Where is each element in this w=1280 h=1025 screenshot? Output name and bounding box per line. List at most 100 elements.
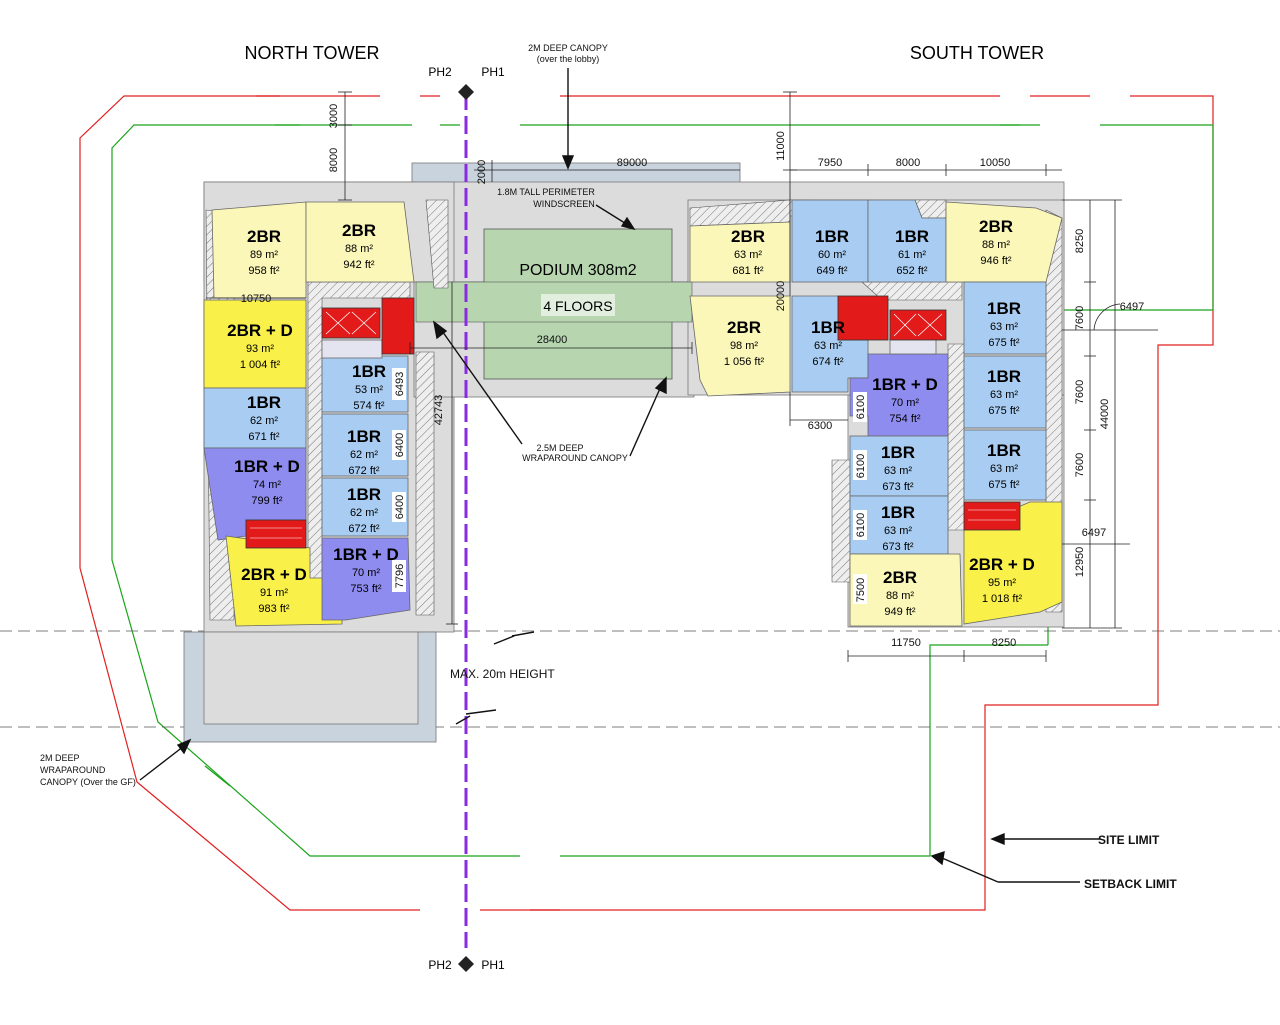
unit-type: 2BR + D	[241, 565, 307, 584]
dim-6100-b: 6100	[855, 454, 867, 478]
unit-area-m2: 93 m²	[246, 343, 274, 355]
dim-6300: 6300	[808, 420, 832, 432]
unit-type: 1BR	[247, 393, 281, 412]
dim-7796: 7796	[394, 564, 406, 588]
unit-area-ft2: 799 ft²	[251, 495, 283, 507]
unit-area-ft2: 946 ft²	[980, 255, 1012, 267]
phase-marker-top-icon	[458, 84, 474, 100]
unit-type: 1BR	[987, 367, 1021, 386]
phase-label-ph2-top: PH2	[428, 65, 452, 79]
unit-area-m2: 88 m²	[886, 590, 914, 602]
unit-area-ft2: 1 056 ft²	[724, 356, 765, 368]
unit-area-m2: 95 m²	[988, 577, 1016, 589]
dim-6400-a: 6400	[394, 433, 406, 457]
note-gf-canopy-1: 2M DEEP	[40, 753, 80, 763]
dimension-lines	[206, 91, 1158, 662]
unit-type: 1BR	[881, 503, 915, 522]
unit-type: 1BR	[881, 443, 915, 462]
unit-shape-s10	[963, 429, 1047, 501]
unit-type: 1BR + D	[333, 545, 399, 564]
unit-shape-n10	[321, 537, 411, 621]
unit-label: 2BR + D93 m²1 004 ft²	[227, 321, 293, 371]
dim-7600-b: 7600	[1074, 380, 1086, 404]
unit-area-ft2: 942 ft²	[343, 259, 375, 271]
unit-shape-s7	[963, 281, 1047, 355]
dim-44000: 44000	[1099, 399, 1111, 430]
unit-shape-n2	[305, 201, 415, 283]
unit-shapes	[203, 199, 1063, 627]
phase-line: PH2 PH1 PH2 PH1	[428, 65, 505, 972]
phase-marker-bottom-icon	[458, 956, 474, 972]
unit-area-m2: 53 m²	[355, 384, 383, 396]
note-canopy-lobby: 2M DEEP CANOPY	[528, 43, 608, 53]
dim-3000: 3000	[328, 104, 340, 128]
unit-area-m2: 63 m²	[884, 465, 912, 477]
podium-floors: 4 FLOORS	[543, 298, 612, 314]
dim-11750: 11750	[891, 637, 921, 649]
unit-type: 1BR	[895, 227, 929, 246]
dim-7950: 7950	[818, 157, 842, 169]
unit-type: 2BR + D	[969, 555, 1035, 574]
north-tower-title: NORTH TOWER	[244, 43, 379, 63]
core-north	[321, 297, 415, 355]
legend-setback-limit: SETBACK LIMIT	[1084, 877, 1177, 891]
unit-area-m2: 63 m²	[990, 463, 1018, 475]
dim-12950: 12950	[1074, 547, 1086, 578]
unit-type: 2BR	[247, 227, 281, 246]
note-windscreen: 1.8M TALL PERIMETER	[497, 187, 595, 197]
unit-area-m2: 62 m²	[350, 449, 378, 461]
unit-area-m2: 88 m²	[982, 239, 1010, 251]
unit-type: 1BR	[815, 227, 849, 246]
note-wrap-canopy: 2.5M DEEP	[536, 443, 583, 453]
unit-type: 2BR	[342, 221, 376, 240]
dim-8000-top: 8000	[896, 157, 920, 169]
unit-type: 2BR	[979, 217, 1013, 236]
unit-type: 2BR	[883, 568, 917, 587]
unit-area-ft2: 949 ft²	[884, 606, 916, 618]
unit-area-m2: 70 m²	[891, 397, 919, 409]
setback-limit-line	[111, 124, 1214, 857]
unit-type: 2BR	[731, 227, 765, 246]
note-gf-canopy-3: CANOPY (Over the GF)	[40, 777, 136, 787]
unit-area-ft2: 1 004 ft²	[240, 359, 281, 371]
unit-area-m2: 62 m²	[250, 415, 278, 427]
dim-20000: 20000	[775, 281, 787, 312]
dim-7600-a: 7600	[1074, 306, 1086, 330]
note-windscreen-sub: WINDSCREEN	[533, 199, 595, 209]
dim-6497-bottom: 6497	[1082, 527, 1106, 539]
unit-area-m2: 89 m²	[250, 249, 278, 261]
podium-title: PODIUM 308m2	[519, 262, 636, 279]
unit-shape-n3	[203, 299, 307, 389]
unit-shape-n4	[203, 387, 307, 449]
unit-type: 1BR	[987, 299, 1021, 318]
unit-area-m2: 63 m²	[734, 249, 762, 261]
unit-area-ft2: 675 ft²	[988, 405, 1020, 417]
dim-2000: 2000	[476, 160, 488, 184]
unit-area-m2: 91 m²	[260, 587, 288, 599]
legend-site-limit: SITE LIMIT	[1098, 833, 1160, 847]
podium: PODIUM 308m2 4 FLOORS	[415, 228, 693, 380]
unit-shape-s13	[849, 553, 963, 627]
unit-type: 1BR	[347, 427, 381, 446]
dim-10050: 10050	[980, 157, 1011, 169]
height-limit-lines	[0, 630, 1280, 728]
unit-area-m2: 63 m²	[990, 389, 1018, 401]
annotation-leaders	[139, 68, 1100, 883]
core-south	[837, 295, 947, 341]
unit-type: 1BR	[347, 485, 381, 504]
unit-label: 2BR + D95 m²1 018 ft²	[969, 555, 1035, 605]
unit-type: 1BR	[811, 318, 845, 337]
unit-area-ft2: 574 ft²	[353, 400, 385, 412]
unit-area-ft2: 649 ft²	[816, 265, 848, 277]
unit-area-ft2: 672 ft²	[348, 523, 380, 535]
unit-area-ft2: 753 ft²	[350, 583, 382, 595]
